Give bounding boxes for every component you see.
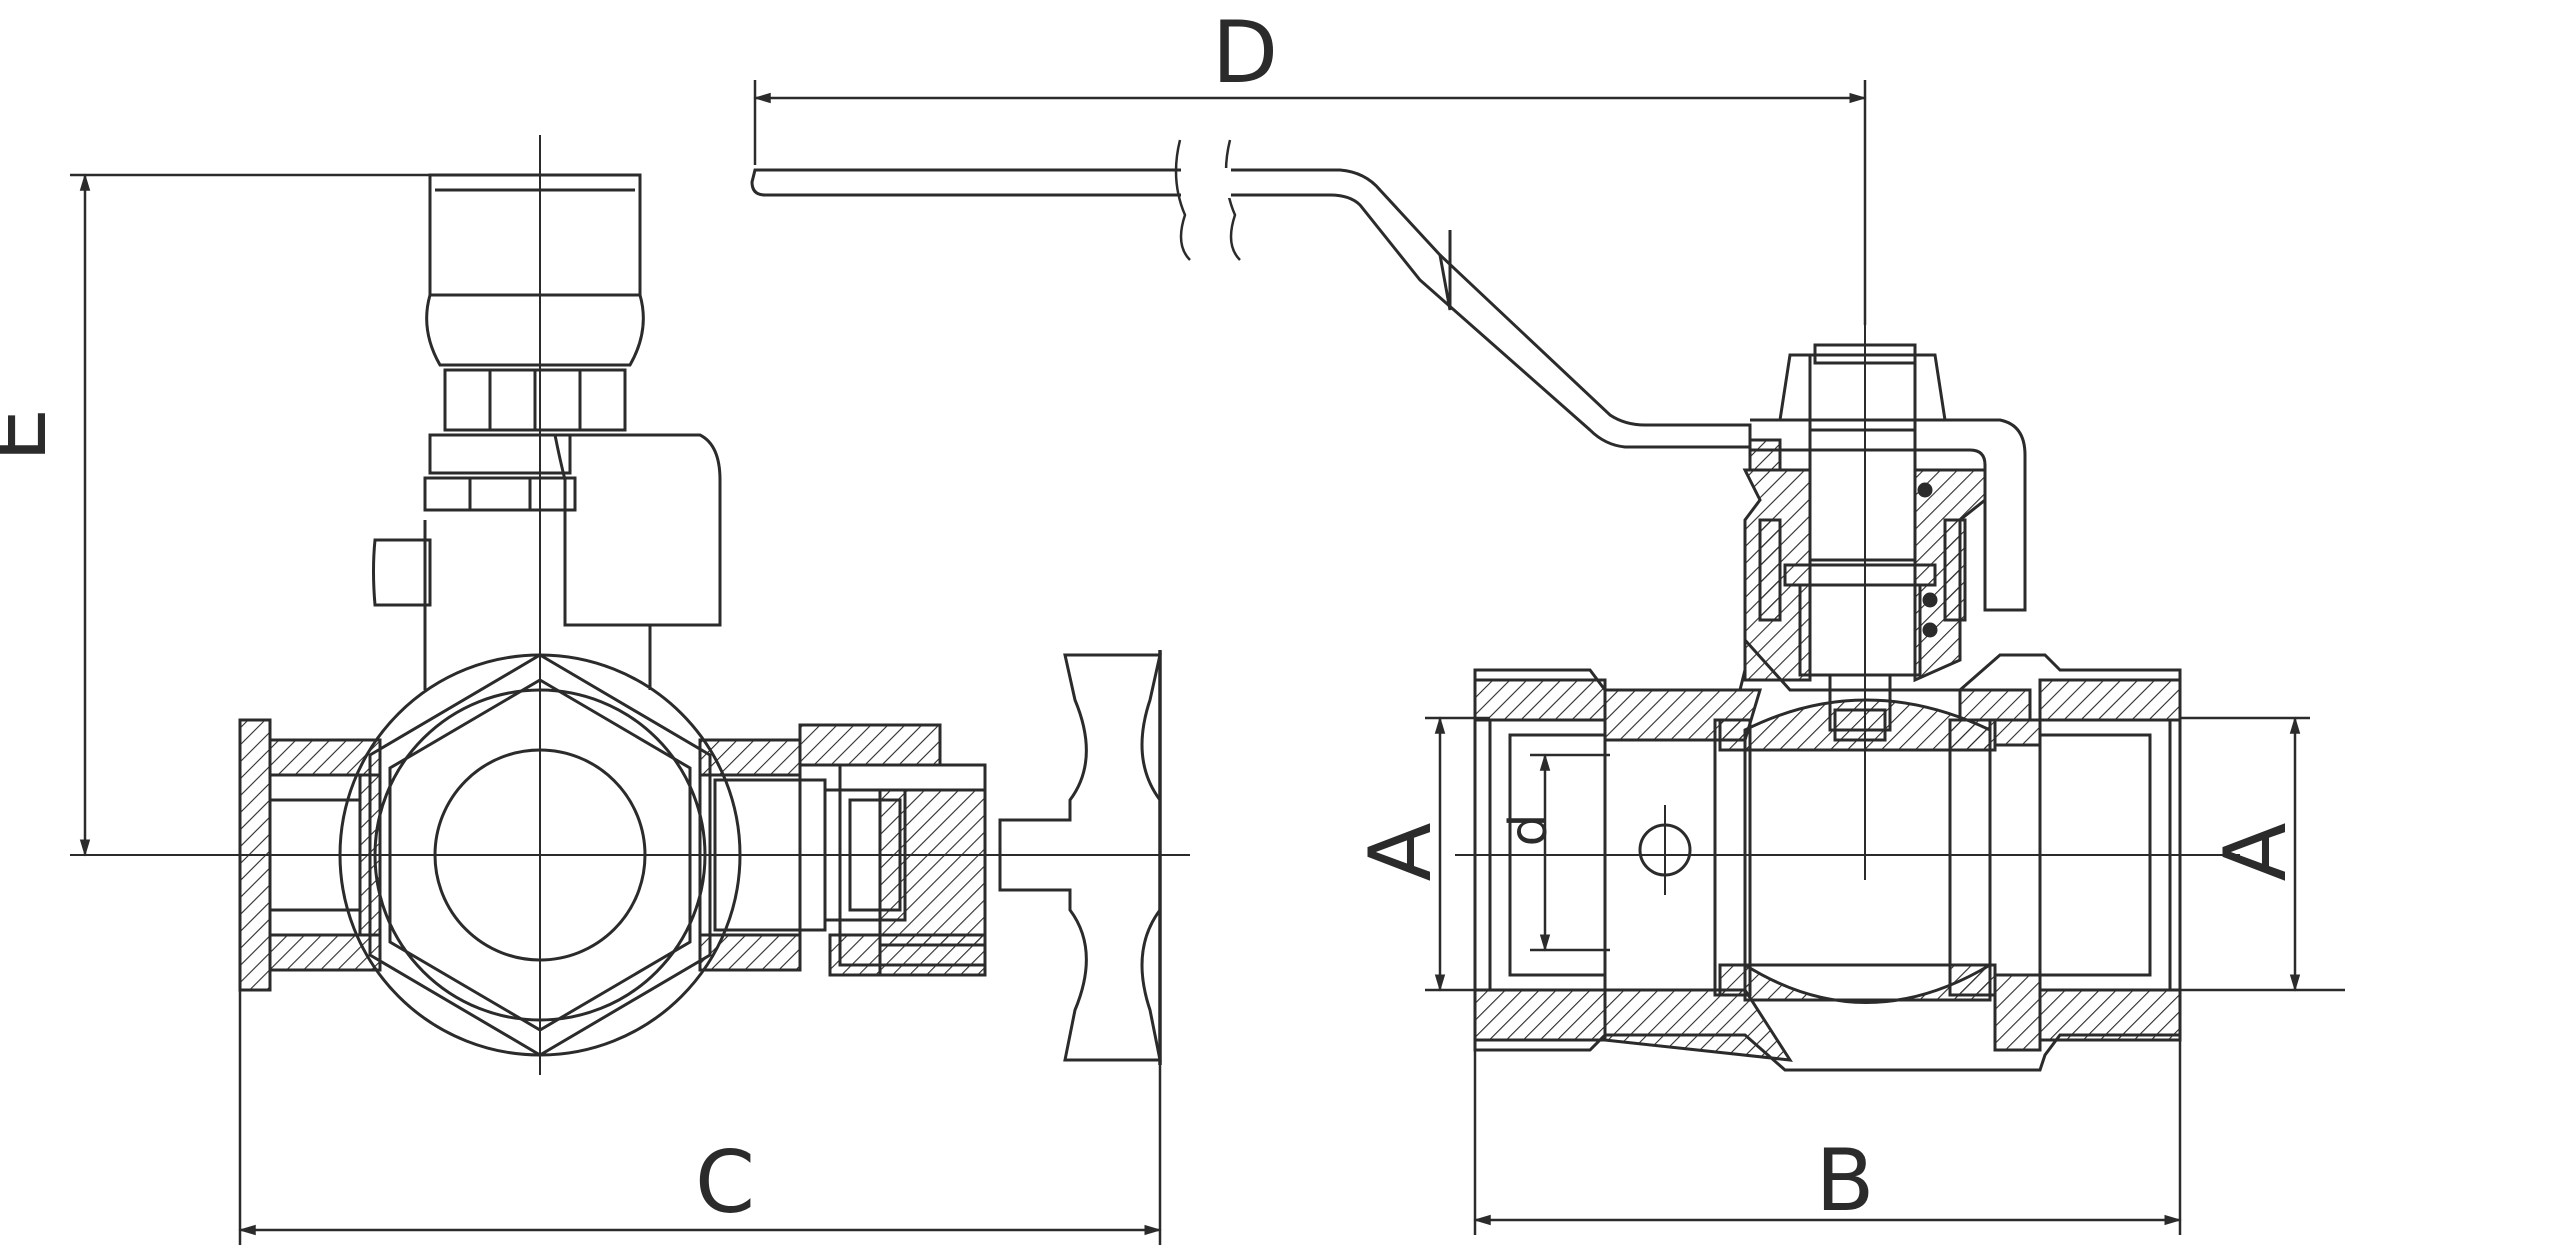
label-d-small: d [1499,813,1559,846]
lever-end [553,433,722,627]
stem [1808,418,1917,562]
label-d: D [1212,3,1278,103]
stem-nut [443,368,627,432]
lever-handle [750,168,1752,449]
stem-cap [428,173,642,297]
label-b: B [1816,1131,1875,1231]
side-view [70,135,1190,1075]
body-bore [433,748,647,962]
label-a-left: A [1351,822,1451,881]
dimension-lines [70,80,2345,1245]
label-c: C [695,1133,755,1233]
label-a-right: A [2206,822,2306,881]
section-view [750,139,2240,1072]
butterfly-wing-handle [998,653,1162,1062]
section-stem-nut [1778,353,1947,422]
left-end-connector [238,718,272,992]
label-e: E [0,408,66,462]
